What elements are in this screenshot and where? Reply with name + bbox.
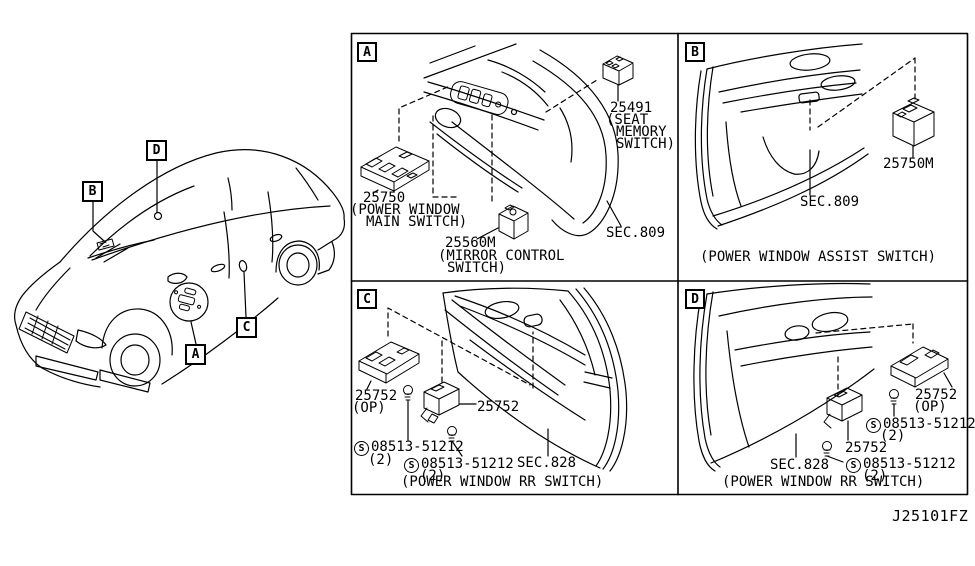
assist-switch-opening bbox=[798, 91, 820, 104]
screw-qty-d2: (2) bbox=[862, 468, 888, 484]
screw-number-c1: 08513-51212 bbox=[371, 439, 464, 455]
window-switch-bezel bbox=[449, 81, 509, 115]
panel-b-tag: B bbox=[685, 42, 705, 62]
rr-switch-opening-c bbox=[523, 313, 543, 328]
part-number-25752-d: 25752 bbox=[845, 440, 888, 456]
section-ref-809-b: SEC.809 bbox=[800, 194, 860, 210]
panel-b-dashed-leaders bbox=[809, 57, 916, 131]
seat-memory-switch-art bbox=[602, 55, 634, 102]
circled-s-symbol-c1: S bbox=[354, 441, 369, 456]
screw-art-c2 bbox=[447, 426, 463, 457]
screw-number-c2: 08513-51212 bbox=[421, 456, 514, 472]
sec809-leader-a bbox=[606, 200, 622, 227]
power-window-main-switch-art bbox=[360, 146, 430, 194]
panel-b-caption: (POWER WINDOW ASSIST SWITCH) bbox=[700, 249, 937, 265]
car-location-label-c: C bbox=[236, 317, 257, 338]
part-number-25752-op-d: 25752 bbox=[915, 387, 958, 403]
screw-number-d2: 08513-51212 bbox=[863, 456, 956, 472]
section-ref-809-a: SEC.809 bbox=[606, 225, 666, 241]
car-label-leaders bbox=[92, 160, 247, 345]
circled-s-symbol-d1: S bbox=[866, 418, 881, 433]
mirror-control-switch-art bbox=[476, 204, 529, 240]
part-number-25752-c: 25752 bbox=[477, 399, 520, 415]
car-location-label-a: A bbox=[185, 344, 206, 365]
part-number-25491: 25491 bbox=[610, 100, 653, 116]
power-window-rr-switch-op-art-c bbox=[358, 341, 420, 390]
screw-qty-c1: (2) bbox=[368, 452, 394, 468]
power-window-rr-switch-op-art-d bbox=[890, 346, 953, 388]
screw-qty-d1: (2) bbox=[880, 428, 906, 444]
part-name-mirror-switch-line2: SWITCH) bbox=[447, 260, 507, 276]
panel-c-dashed-leaders bbox=[387, 307, 534, 389]
panel-grid-borders bbox=[350, 32, 969, 496]
screw-art-d2 bbox=[822, 441, 844, 463]
panel-d-tag: D bbox=[685, 289, 705, 309]
car-location-label-d: D bbox=[146, 140, 167, 161]
part-name-memory-switch-line2: MEMORY bbox=[616, 124, 667, 140]
power-window-rr-switch-art-c bbox=[420, 381, 477, 424]
screw-art-c1 bbox=[403, 385, 413, 441]
rear-wheel bbox=[275, 240, 320, 286]
door-switch-detail-circle bbox=[169, 282, 209, 322]
section-ref-828-d: SEC.828 bbox=[770, 457, 830, 473]
power-window-rr-switch-art-d bbox=[823, 387, 863, 441]
panel-c-tag: C bbox=[357, 289, 377, 309]
panel-d-door-art bbox=[693, 282, 953, 472]
part-number-25750m: 25750M bbox=[883, 156, 934, 172]
panel-c-door-art bbox=[358, 287, 628, 472]
part-name-memory-switch-line1: (SEAT bbox=[606, 112, 649, 128]
circled-s-symbol-c2: S bbox=[404, 458, 419, 473]
location-target-d bbox=[153, 211, 163, 221]
screw-number-d1: 08513-51212 bbox=[883, 416, 975, 432]
section-ref-828-c: SEC.828 bbox=[517, 455, 577, 471]
diagram-code: J25101FZ bbox=[892, 507, 969, 525]
front-wheel bbox=[101, 308, 173, 387]
panel-b-door-art bbox=[694, 43, 935, 230]
part-name-mirror-switch-line1: (MIRROR CONTROL bbox=[438, 248, 565, 264]
part-suffix-op-c: (OP) bbox=[352, 400, 386, 416]
location-target-c bbox=[238, 260, 248, 272]
panel-d-caption: (POWER WINDOW RR SWITCH) bbox=[722, 474, 925, 490]
part-name-memory-switch-line3: SWITCH) bbox=[616, 136, 676, 152]
location-target-b bbox=[96, 238, 115, 251]
side-mirror bbox=[167, 272, 188, 284]
screw-qty-c2: (2) bbox=[420, 468, 446, 484]
screw-art-d1 bbox=[889, 389, 899, 417]
circled-s-symbol-d2: S bbox=[846, 458, 861, 473]
part-number-25560m: 25560M bbox=[445, 235, 496, 251]
car-grille bbox=[18, 311, 75, 354]
panel-a-tag: A bbox=[357, 42, 377, 62]
panel-d-dashed-leaders bbox=[815, 323, 914, 397]
car-illustration bbox=[14, 149, 346, 393]
car-location-label-b: B bbox=[82, 181, 103, 202]
part-name-main-switch-line1: (POWER WINDOW bbox=[350, 202, 460, 218]
panel-a-dashed-leaders bbox=[398, 79, 598, 203]
part-number-25752-op-c: 25752 bbox=[355, 388, 398, 404]
power-window-assist-switch-art bbox=[892, 97, 935, 158]
part-number-25750: 25750 bbox=[363, 190, 406, 206]
panel-c-caption: (POWER WINDOW RR SWITCH) bbox=[401, 474, 604, 490]
panel-a-door-art bbox=[360, 43, 634, 240]
part-suffix-op-d: (OP) bbox=[913, 399, 947, 415]
part-name-main-switch-line2: MAIN SWITCH) bbox=[366, 214, 468, 230]
